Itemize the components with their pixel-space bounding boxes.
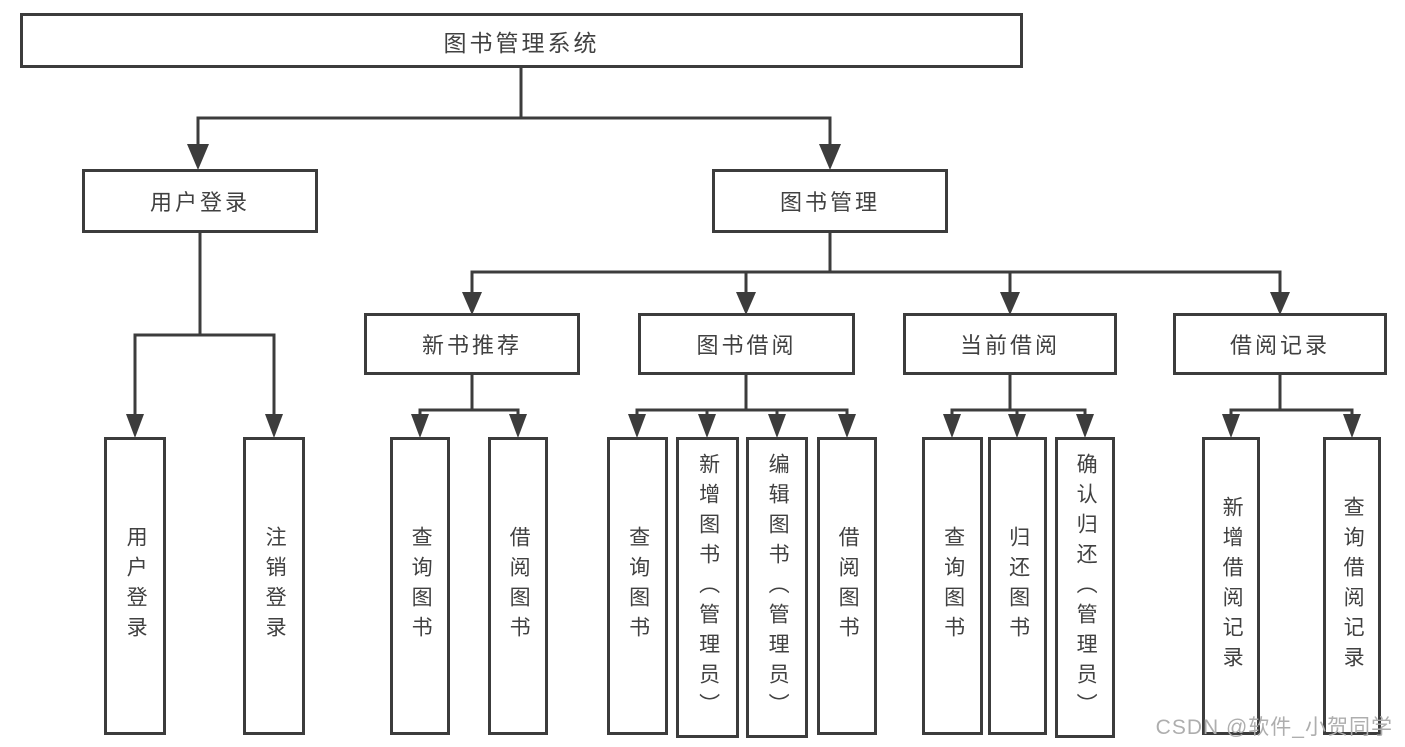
node-book-management-label: 图书管理 bbox=[779, 190, 880, 215]
node-root-label: 图书管理系统 bbox=[443, 29, 600, 56]
leaf-edit-book-admin: 编辑图书（管理员） bbox=[746, 437, 808, 738]
node-current-borrow: 当前借阅 bbox=[903, 313, 1117, 375]
leaf-query-book-current-label: 查询图书 bbox=[941, 526, 965, 646]
leaf-confirm-return-admin-label: 确认归还（管理员） bbox=[1074, 452, 1098, 723]
leaf-return-book: 归还图书 bbox=[988, 437, 1047, 735]
leaf-add-borrow-record-label: 新增借阅记录 bbox=[1220, 496, 1244, 676]
node-user-login-label: 用户登录 bbox=[149, 190, 250, 215]
leaf-user-login-label: 用户登录 bbox=[124, 526, 148, 646]
leaf-borrow-book-recommend-label: 借阅图书 bbox=[507, 526, 531, 646]
leaf-query-book-borrow-label: 查询图书 bbox=[626, 526, 650, 646]
node-root: 图书管理系统 bbox=[20, 13, 1023, 68]
leaf-borrow-book-label: 借阅图书 bbox=[836, 526, 860, 646]
leaf-query-book-borrow: 查询图书 bbox=[607, 437, 668, 735]
leaf-return-book-label: 归还图书 bbox=[1006, 526, 1030, 646]
node-book-borrow-label: 图书借阅 bbox=[696, 333, 797, 358]
leaf-add-book-admin: 新增图书（管理员） bbox=[676, 437, 739, 738]
node-borrow-records-label: 借阅记录 bbox=[1229, 333, 1330, 358]
node-current-borrow-label: 当前借阅 bbox=[959, 333, 1060, 358]
node-book-borrow: 图书借阅 bbox=[638, 313, 855, 375]
leaf-edit-book-admin-label: 编辑图书（管理员） bbox=[766, 452, 790, 723]
node-user-login-module: 用户登录 bbox=[82, 169, 318, 233]
leaf-query-borrow-record: 查询借阅记录 bbox=[1323, 437, 1381, 735]
leaf-query-borrow-record-label: 查询借阅记录 bbox=[1341, 496, 1365, 676]
leaf-borrow-book: 借阅图书 bbox=[817, 437, 877, 735]
leaf-add-book-admin-label: 新增图书（管理员） bbox=[696, 452, 720, 723]
leaf-borrow-book-recommend: 借阅图书 bbox=[488, 437, 548, 735]
leaf-logout-label: 注销登录 bbox=[263, 526, 287, 646]
leaf-confirm-return-admin: 确认归还（管理员） bbox=[1055, 437, 1115, 738]
leaf-query-book-recommend: 查询图书 bbox=[390, 437, 450, 735]
leaf-query-book-current: 查询图书 bbox=[922, 437, 983, 735]
node-borrow-records: 借阅记录 bbox=[1173, 313, 1387, 375]
node-new-book-recommend: 新书推荐 bbox=[364, 313, 580, 375]
node-new-book-recommend-label: 新书推荐 bbox=[421, 333, 522, 358]
watermark: CSDN @软件_小贺同学 bbox=[1155, 716, 1393, 739]
node-book-management-module: 图书管理 bbox=[712, 169, 948, 233]
leaf-logout: 注销登录 bbox=[243, 437, 305, 735]
leaf-add-borrow-record: 新增借阅记录 bbox=[1202, 437, 1260, 735]
leaf-user-login: 用户登录 bbox=[104, 437, 166, 735]
leaf-query-book-recommend-label: 查询图书 bbox=[409, 526, 433, 646]
